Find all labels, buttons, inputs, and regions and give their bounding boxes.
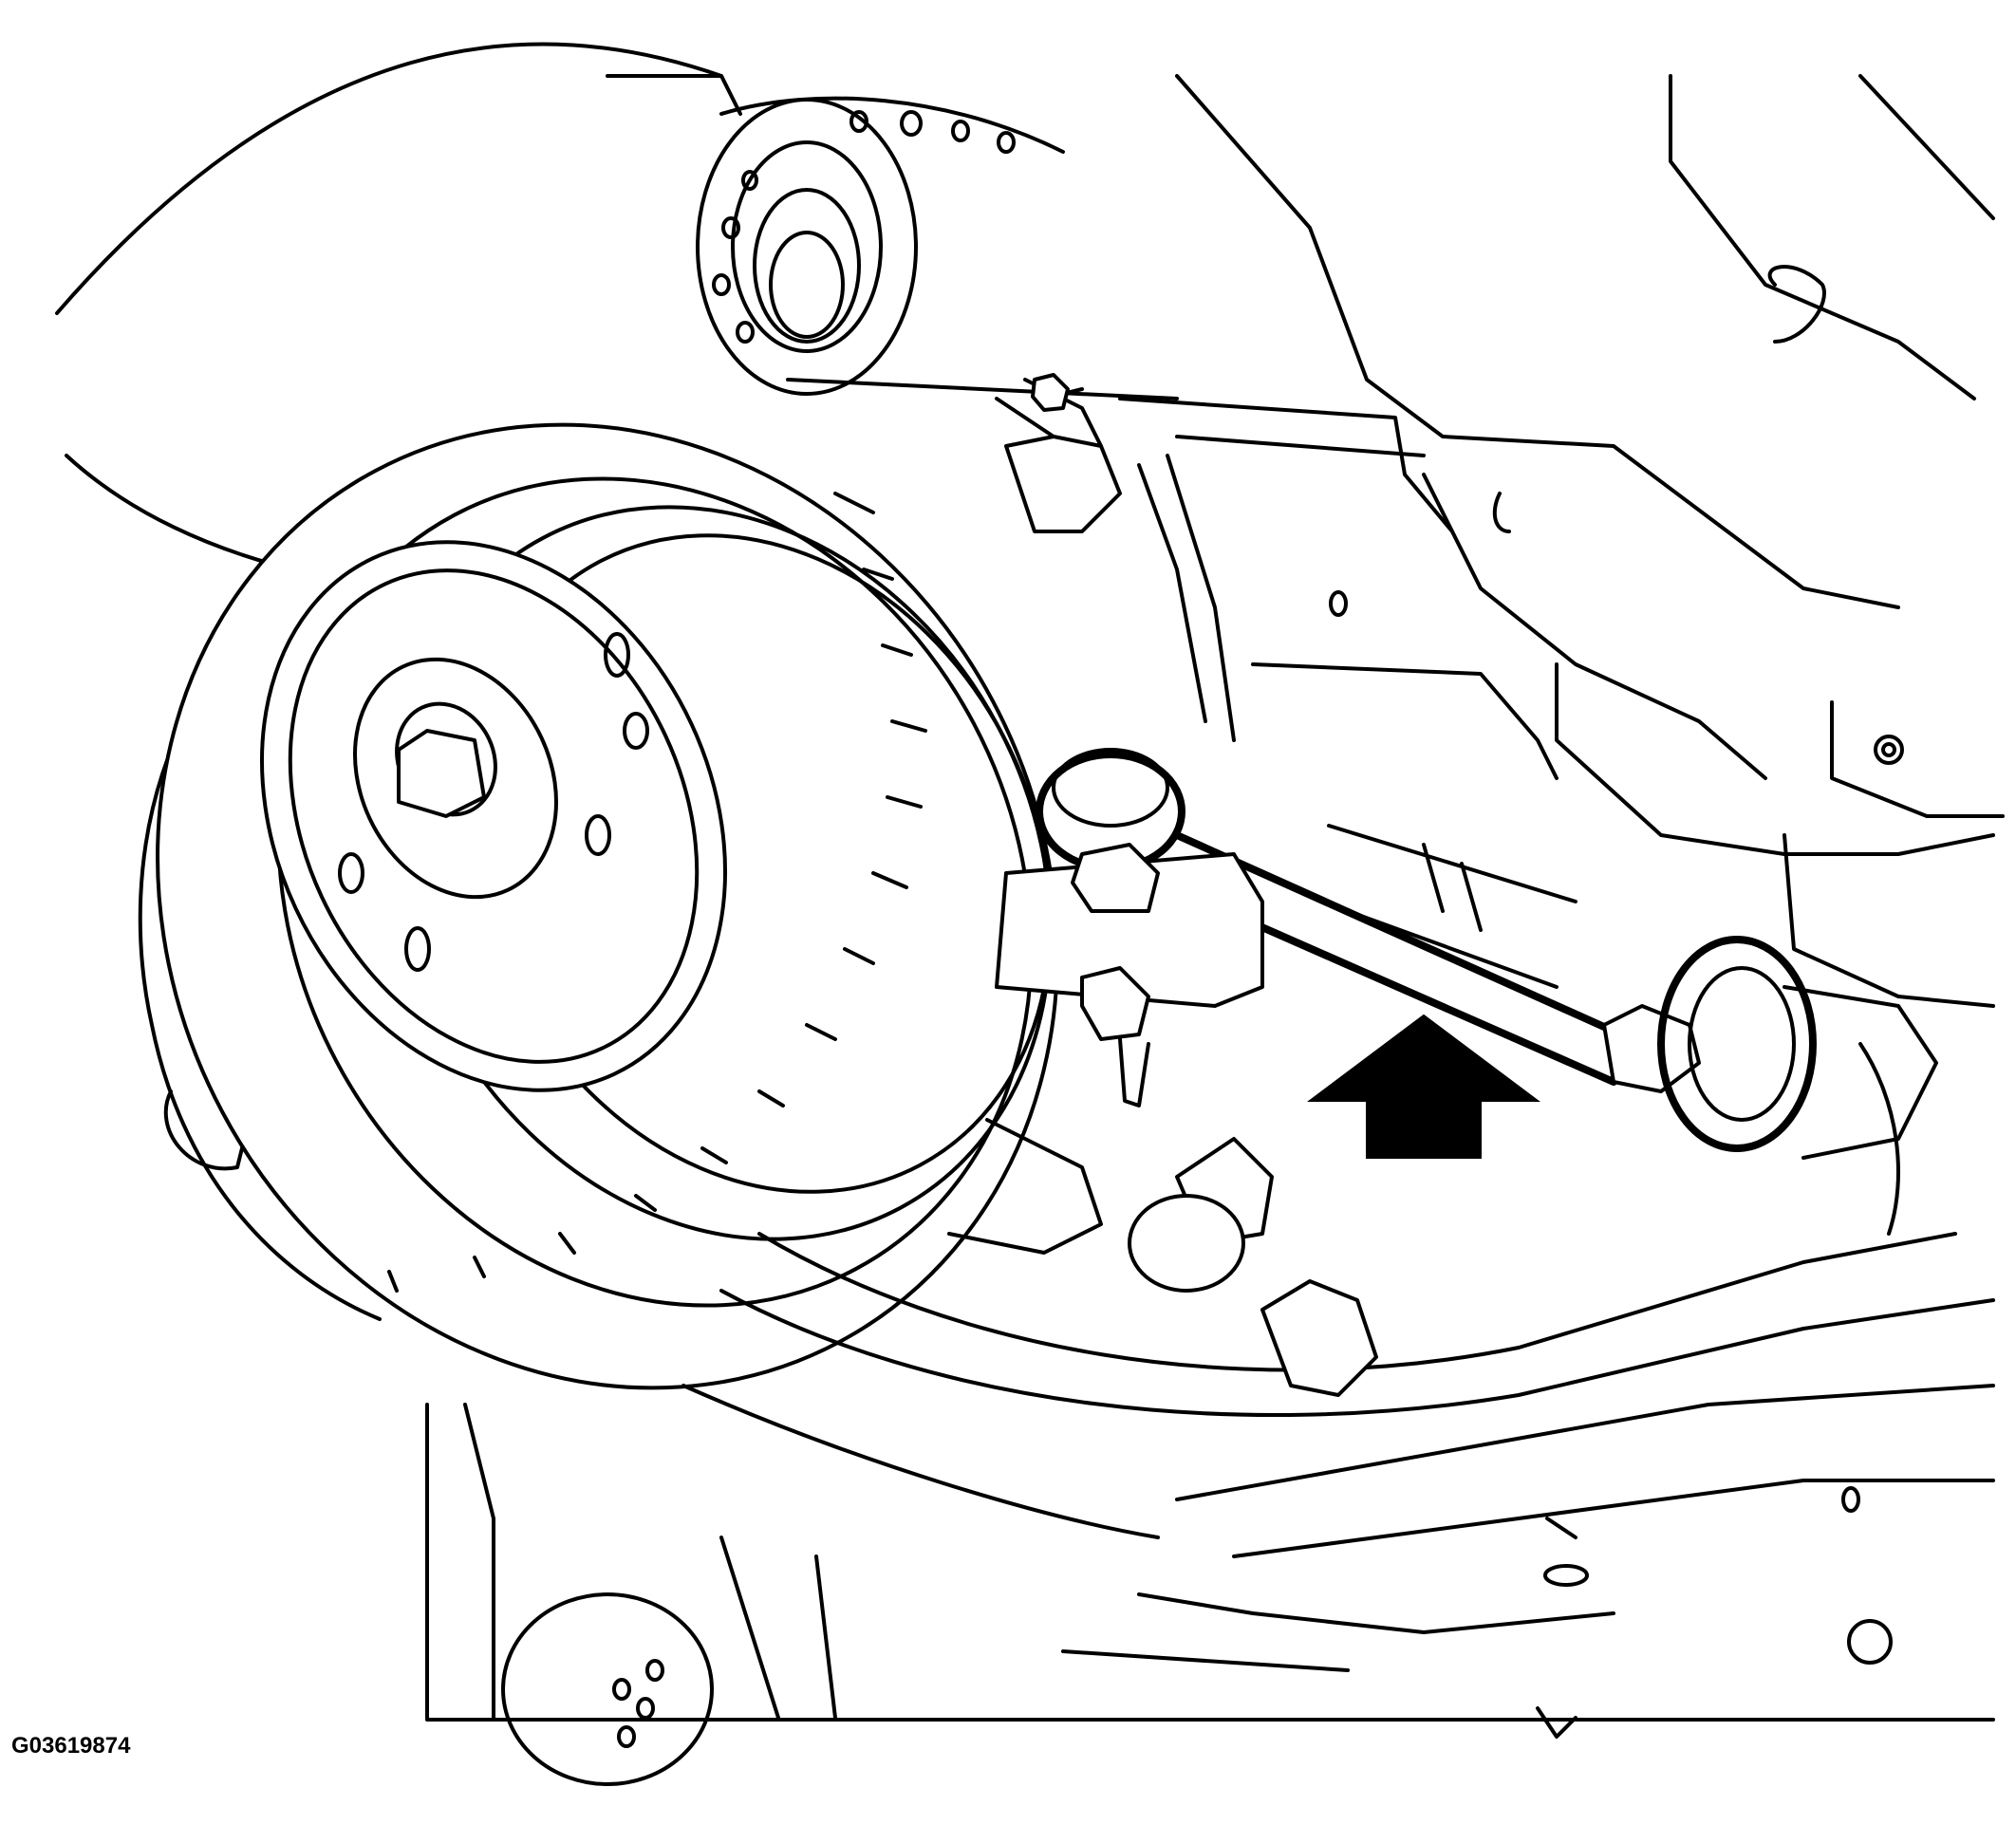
background-panels [55, 42, 2005, 1008]
drive-shaft-upper [696, 96, 1179, 400]
lower-control-arm [681, 1118, 1995, 1739]
up-arrow-icon [1307, 1014, 1540, 1159]
figure-id-label: G03619874 [11, 1733, 131, 1759]
steering-gear-boot [1327, 824, 1938, 1236]
wheel-hub [260, 540, 727, 1092]
lower-pulley [425, 1403, 837, 1786]
tie-rod-end [995, 748, 1646, 1108]
steering-knuckle [995, 373, 1236, 742]
